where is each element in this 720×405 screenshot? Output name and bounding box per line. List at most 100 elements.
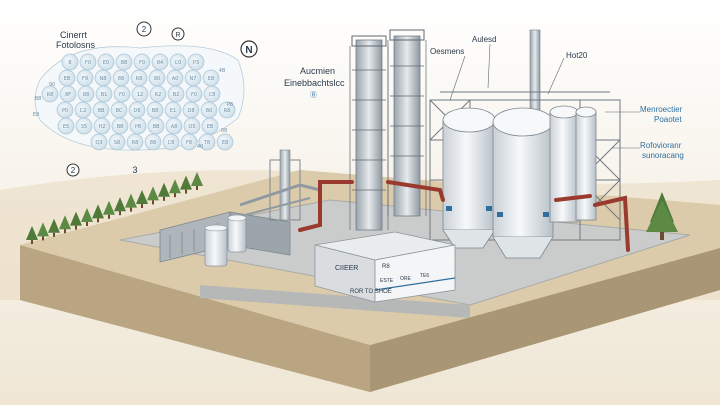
cell-label: E5 xyxy=(63,124,69,130)
cell-circle xyxy=(90,133,108,151)
building-plate-1: ESTE xyxy=(380,278,394,284)
tree-icon xyxy=(180,175,192,190)
marker-n: N xyxy=(245,45,252,56)
cell-label: N7 xyxy=(190,76,197,82)
label-right1-line2: Poaotet xyxy=(654,115,682,124)
cell-label: B8 xyxy=(121,60,128,66)
cell-circle xyxy=(167,85,185,103)
building-sign-right: R8 xyxy=(382,264,390,270)
cell-label: R2 xyxy=(155,92,162,98)
cell-label: B1 xyxy=(101,92,108,98)
cell-circle xyxy=(77,85,95,103)
cell-circle xyxy=(131,85,149,103)
edge-mark: 08 xyxy=(221,128,227,134)
label-right1-line1: Menroectier xyxy=(640,105,683,114)
cell-circle xyxy=(183,117,201,135)
label-right2-line1: Rofovioranr xyxy=(640,141,682,150)
tree-trunk xyxy=(42,236,44,241)
cell-label: 88 xyxy=(118,76,124,82)
edge-mark: 40 xyxy=(197,144,203,150)
cell-label: 80 xyxy=(154,76,160,82)
tree-icon xyxy=(103,200,115,215)
cell-circle xyxy=(95,85,113,103)
tree-icon xyxy=(48,218,60,233)
cell-circle xyxy=(201,117,219,135)
label-aulesd: Aulesd xyxy=(472,35,496,44)
cell-label: 8F xyxy=(65,92,71,98)
cell-circle xyxy=(57,117,75,135)
inset-title-line1: Cinerrt xyxy=(60,30,88,40)
distillation-tower-1 xyxy=(349,35,389,231)
control-building xyxy=(314,231,456,303)
mid-title-line2: Einebbachtslcc xyxy=(284,78,345,88)
cell-label: R8 xyxy=(224,108,231,114)
tree-trunk xyxy=(31,240,33,244)
inset-title-line2: Fotolosns xyxy=(56,40,96,50)
tree-trunk xyxy=(75,225,77,230)
tree-trunk xyxy=(163,196,165,201)
cell-circle xyxy=(187,53,205,71)
cell-label: H2 xyxy=(99,124,106,130)
edge-mark: 4B xyxy=(219,68,226,74)
cell-circle xyxy=(79,53,97,71)
cell-label: BC xyxy=(116,108,123,114)
cell-label: 88 xyxy=(83,92,89,98)
marker-r: R xyxy=(175,32,180,39)
cell-circle xyxy=(41,85,59,103)
tree-icon xyxy=(169,179,181,194)
callout-lines xyxy=(449,43,640,149)
cell-circle xyxy=(198,133,216,151)
cell-circle xyxy=(149,85,167,103)
storage-tank-3 xyxy=(549,105,597,223)
tree-right xyxy=(646,192,678,240)
cell-circle xyxy=(133,53,151,71)
cell-label: F0 xyxy=(139,60,145,66)
cell-label: E8 xyxy=(222,140,228,146)
cell-circle xyxy=(151,53,169,71)
cell-label: F9 xyxy=(82,76,88,82)
mid-badge: Ⓡ xyxy=(310,91,317,99)
marker-circle-r xyxy=(171,27,185,41)
tree-icon xyxy=(125,193,137,208)
marker-2-top: 2 xyxy=(142,25,147,34)
small-tanks xyxy=(204,214,247,267)
tree-icon xyxy=(147,186,159,201)
marker-circle-2-top xyxy=(136,21,152,37)
tree-trunk xyxy=(86,222,88,226)
cell-label: 12 xyxy=(137,92,143,98)
label-hot: Hot20 xyxy=(566,51,588,60)
storage-tank-2 xyxy=(492,107,554,259)
cell-circle xyxy=(59,85,77,103)
cell-circle xyxy=(165,117,183,135)
cell-label: F0 xyxy=(119,92,125,98)
cell-circle xyxy=(129,117,147,135)
cell-circle xyxy=(180,133,198,151)
inset-markers: 2 R N 2 3 xyxy=(66,21,258,177)
building-plate-2: ORE xyxy=(400,276,412,282)
cell-circle xyxy=(203,85,221,103)
cell-label: 8 xyxy=(68,60,71,66)
cell-label: C8 xyxy=(209,92,216,98)
tree-icon xyxy=(37,222,49,237)
tree-trunk xyxy=(152,200,154,205)
cell-label: EB xyxy=(64,76,71,82)
cell-label: E8 xyxy=(208,76,214,82)
cell-circle xyxy=(115,53,133,71)
cell-circle xyxy=(144,133,162,151)
cell-label: F0 xyxy=(85,60,91,66)
tree-trunk xyxy=(130,207,132,212)
tree-icon xyxy=(70,211,82,226)
marker-circle-2-bottom xyxy=(66,163,80,177)
cell-label: 84 xyxy=(157,60,163,66)
label-oesmens: Oesmens xyxy=(430,47,464,56)
tree-icon xyxy=(114,197,126,212)
tree-trunk xyxy=(97,218,99,223)
building-sign-left: CIIEER xyxy=(335,265,358,272)
edge-mark: E8 xyxy=(33,112,39,118)
cell-label: BB xyxy=(153,124,160,130)
cell-label: O5 xyxy=(188,124,195,130)
